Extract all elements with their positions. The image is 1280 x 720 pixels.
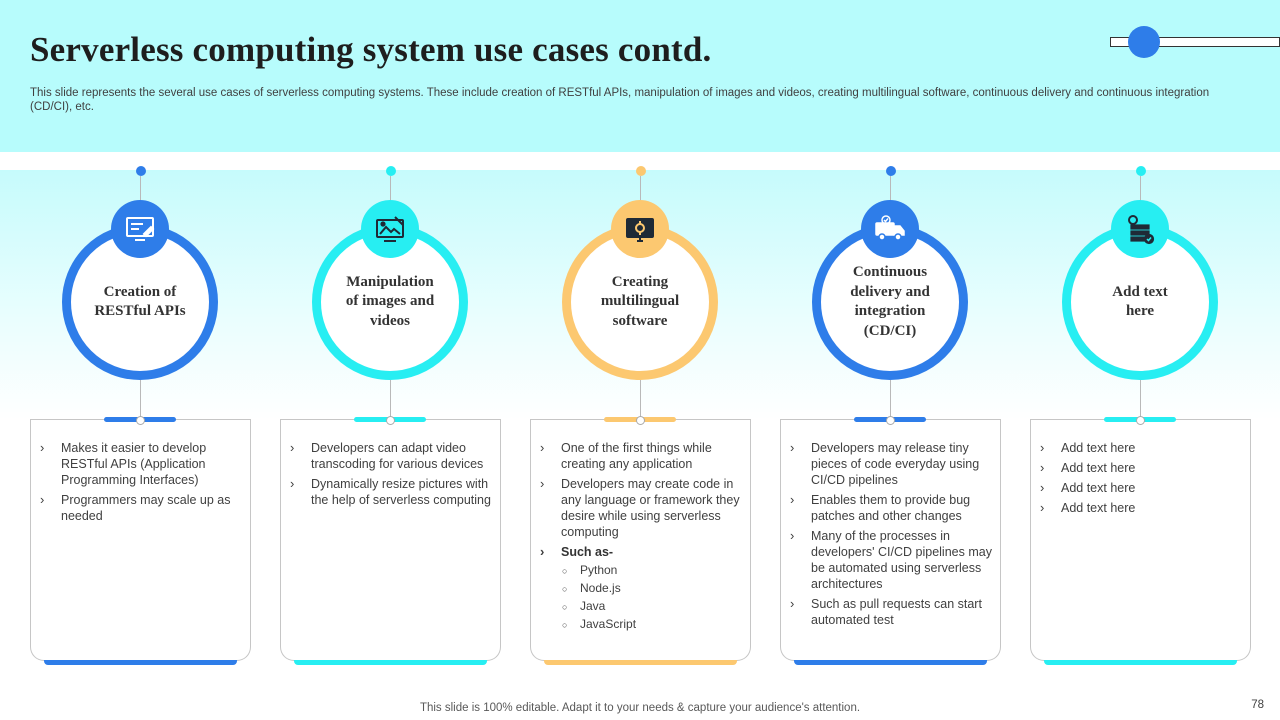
bullet-list: Developers may release tiny pieces of co… xyxy=(790,440,995,632)
connector-line xyxy=(390,176,391,202)
software-monitor-icon xyxy=(611,200,669,258)
card-bottom-bar xyxy=(44,660,237,665)
use-case-column-placeholder: Add text here Add text here Add text her… xyxy=(1030,0,1251,720)
bullet-list: Makes it easier to develop RESTful APIs … xyxy=(40,440,245,528)
use-case-column-restful-apis: Creation of RESTful APIs Makes it easier… xyxy=(30,0,251,720)
bullet-item: Add text here xyxy=(1040,500,1245,516)
bullet-item: Add text here xyxy=(1040,480,1245,496)
slide-title: Serverless computing system use cases co… xyxy=(30,30,712,69)
card-joint xyxy=(386,416,395,425)
connector-line xyxy=(140,176,141,202)
bullet-item: Enables them to provide bug patches and … xyxy=(790,492,995,524)
language-item: Python xyxy=(561,563,745,579)
language-item: Node.js xyxy=(561,581,745,597)
card-bottom-bar xyxy=(294,660,487,665)
api-screen-icon xyxy=(111,200,169,258)
bullet-item: Developers can adapt video transcoding f… xyxy=(290,440,495,472)
header-band xyxy=(0,0,1280,152)
language-item: JavaScript xyxy=(561,617,745,633)
slide-footer: This slide is 100% editable. Adapt it to… xyxy=(419,702,861,714)
connector-line xyxy=(640,176,641,202)
use-case-title: Continuous delivery and integration (CD/… xyxy=(850,264,930,339)
card-bottom-bar xyxy=(1044,660,1237,665)
such-as-item: Such as- Python Node.js Java JavaScript xyxy=(540,544,745,633)
bullet-item: Makes it easier to develop RESTful APIs … xyxy=(40,440,245,488)
bullet-item: One of the first things while creating a… xyxy=(540,440,745,472)
use-case-ring: Continuous delivery and integration (CD/… xyxy=(812,224,968,380)
bullet-item: Dynamically resize pictures with the hel… xyxy=(290,476,495,508)
card-bottom-bar xyxy=(794,660,987,665)
page-number: 78 xyxy=(1251,699,1264,711)
bullet-list: Add text here Add text here Add text her… xyxy=(1040,440,1245,520)
connector-line xyxy=(1140,176,1141,202)
language-list: Python Node.js Java JavaScript xyxy=(561,563,745,633)
use-case-title: Creating multilingual software xyxy=(600,273,680,329)
bullet-item: Many of the processes in developers' CI/… xyxy=(790,528,995,592)
card-joint xyxy=(886,416,895,425)
server-rack-icon xyxy=(1111,200,1169,258)
top-dot xyxy=(1135,166,1146,176)
slide-subtitle: This slide represents the several use ca… xyxy=(30,87,1210,113)
connector-line xyxy=(640,380,641,422)
use-case-ring: Creating multilingual software xyxy=(562,224,718,380)
use-case-column-multilingual-software: Creating multilingual software One of th… xyxy=(530,0,751,720)
connector-line xyxy=(1140,380,1141,422)
bullet-item: Add text here xyxy=(1040,440,1245,456)
top-dot xyxy=(135,166,146,176)
use-case-title: Add text here xyxy=(1112,283,1168,320)
bullet-list: Developers can adapt video transcoding f… xyxy=(290,440,495,512)
bullet-item: Such as pull requests can start automate… xyxy=(790,596,995,628)
card-joint xyxy=(1136,416,1145,425)
use-case-column-cd-ci: Continuous delivery and integration (CD/… xyxy=(780,0,1001,720)
decorative-slider-knob xyxy=(1128,26,1160,58)
use-case-title: Creation of RESTful APIs xyxy=(94,283,186,320)
top-dot xyxy=(635,166,646,176)
top-dot xyxy=(385,166,396,176)
bullet-item: Developers may release tiny pieces of co… xyxy=(790,440,995,488)
bullet-item: Programmers may scale up as needed xyxy=(40,492,245,524)
card-bottom-bar xyxy=(544,660,737,665)
such-as-label: Such as- xyxy=(561,545,614,559)
image-editing-icon xyxy=(361,200,419,258)
bullet-item: Add text here xyxy=(1040,460,1245,476)
card-joint xyxy=(636,416,645,425)
use-case-column-images-videos: Manipulation of images and videos Develo… xyxy=(280,0,501,720)
bullet-item: Developers may create code in any langua… xyxy=(540,476,745,540)
bullet-list: One of the first things while creating a… xyxy=(540,440,745,636)
connector-line xyxy=(890,176,891,202)
connector-line xyxy=(140,380,141,422)
delivery-truck-icon xyxy=(861,200,919,258)
use-case-title: Manipulation of images and videos xyxy=(345,273,435,329)
connector-line xyxy=(890,380,891,422)
language-item: Java xyxy=(561,599,745,615)
top-dot xyxy=(885,166,896,176)
connector-line xyxy=(390,380,391,422)
card-joint xyxy=(136,416,145,425)
